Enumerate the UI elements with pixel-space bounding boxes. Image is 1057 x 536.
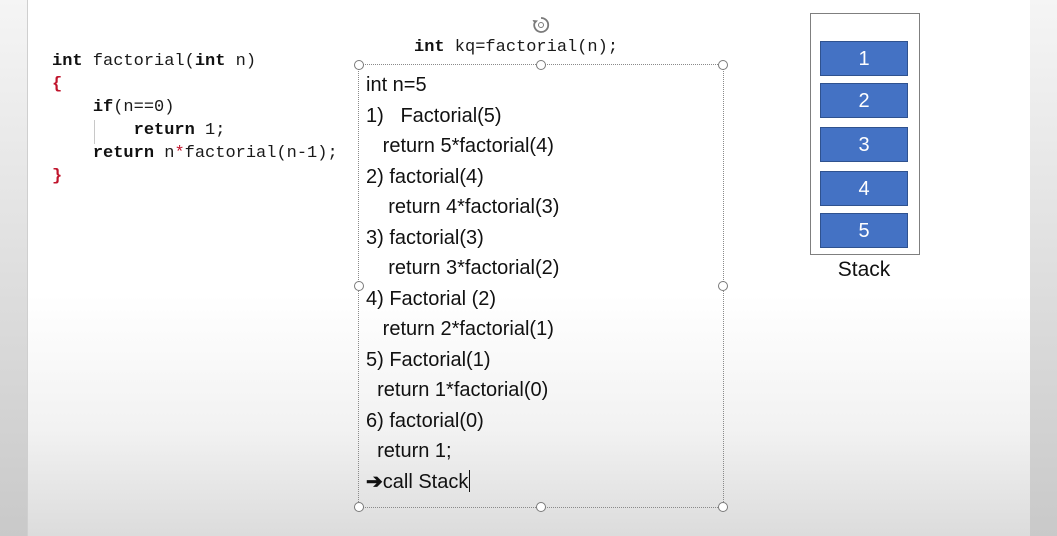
code-text: kq=factorial(n); (444, 38, 619, 57)
stack-item: 3 (820, 127, 908, 162)
code-text: 1; (194, 121, 226, 140)
trace-line: return 2*factorial(1) (366, 318, 554, 340)
trace-line: 1) Factorial(5) (366, 104, 502, 127)
code-line-return-recursive: return n*factorial(n-1); (52, 142, 338, 165)
trace-line: 3) factorial(3) (366, 226, 484, 249)
trace-line: return 3*factorial(2) (366, 257, 560, 279)
code-operator: * (174, 144, 185, 163)
call-statement: int kq=factorial(n); (414, 38, 618, 57)
trace-line: 2) factorial(4) (366, 165, 484, 188)
code-keyword: return (133, 121, 195, 140)
code-text: factorial(n-1); (184, 144, 338, 163)
resize-handle-left[interactable] (354, 281, 364, 291)
resize-handle-top-right[interactable] (718, 60, 728, 70)
code-text: (n==0) (113, 98, 175, 117)
stack-item: 2 (820, 83, 908, 118)
code-keyword: int (52, 52, 83, 71)
code-text: n) (225, 52, 257, 71)
code-keyword: int (194, 52, 226, 71)
trace-line-last: ➔call Stack (366, 467, 559, 498)
stack-item: 5 (820, 213, 908, 248)
indent-guide (94, 120, 95, 144)
resize-handle-top-left[interactable] (354, 60, 364, 70)
resize-handle-bottom[interactable] (536, 502, 546, 512)
trace-last-text: call Stack (382, 470, 469, 493)
code-line-if: if(n==0) (52, 96, 338, 119)
code-keyword: if (92, 98, 114, 117)
code-keyword: return (92, 144, 155, 163)
resize-handle-bottom-right[interactable] (718, 502, 728, 512)
trace-line: 4) Factorial (2) (366, 287, 497, 310)
trace-text[interactable]: int n=5 1) Factorial(5) return 5*factori… (366, 70, 559, 497)
trace-line: return 4*factorial(3) (366, 196, 560, 218)
stack-item: 1 (820, 41, 908, 76)
code-text: factorial( (82, 52, 195, 71)
code-text: n (154, 144, 175, 163)
code-block[interactable]: int factorial(int n) { if(n==0) return 1… (52, 50, 338, 188)
code-line-close-brace: } (52, 167, 63, 186)
resize-handle-right[interactable] (718, 281, 728, 291)
resize-handle-top[interactable] (536, 60, 546, 70)
trace-line: return 1; (366, 440, 452, 462)
trace-line: 5) Factorial(1) (366, 348, 491, 371)
trace-line: int n=5 (366, 74, 427, 96)
window-edge-left (0, 0, 27, 536)
arrow-right-icon: ➔ (366, 470, 383, 493)
rotate-handle-icon[interactable] (531, 15, 551, 35)
trace-line: return 1*factorial(0) (366, 379, 549, 401)
resize-handle-bottom-left[interactable] (354, 502, 364, 512)
stack-item: 4 (820, 171, 908, 206)
code-line-open-brace: { (52, 75, 63, 94)
window-edge-right (1030, 0, 1057, 536)
stack-label: Stack (837, 258, 891, 281)
trace-line: return 5*factorial(4) (366, 135, 554, 157)
text-caret (469, 469, 471, 492)
code-line-signature: int factorial(int n) (52, 50, 338, 73)
code-keyword: int (414, 38, 445, 57)
trace-line: 6) factorial(0) (366, 409, 484, 432)
code-line-return-base: return 1; (52, 119, 338, 142)
